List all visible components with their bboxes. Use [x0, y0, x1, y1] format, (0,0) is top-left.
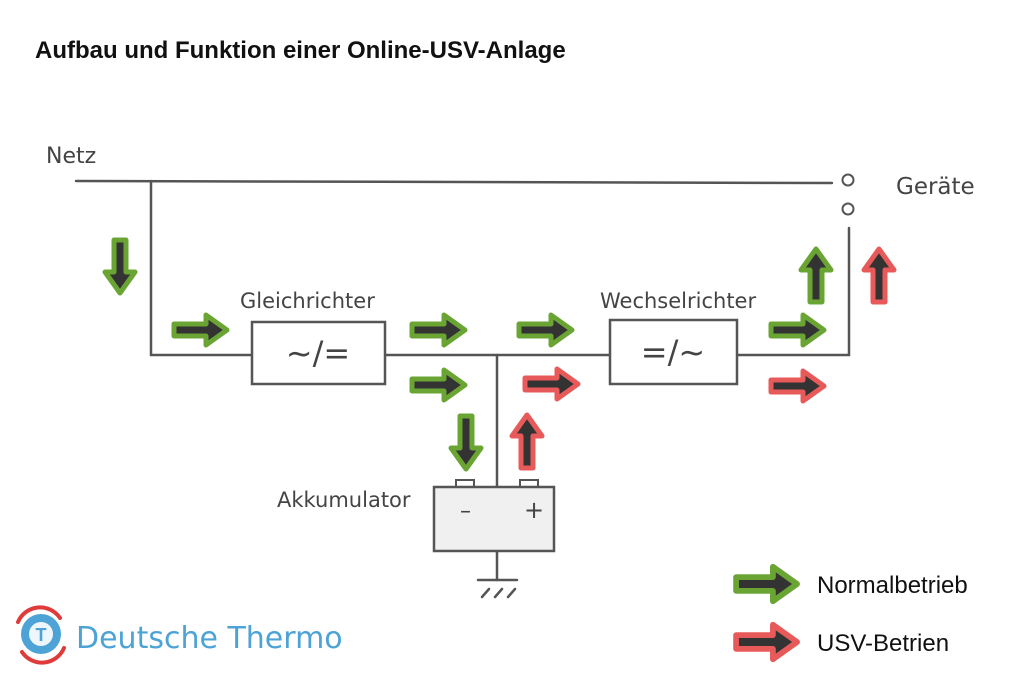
legend: Normalbetrieb USV-Betrien: [736, 567, 968, 660]
circuit-wires: [74, 179, 851, 599]
legend-usv-arrow-icon: [736, 625, 797, 660]
rectifier-symbol: ~/=: [286, 334, 350, 372]
legend-normal-label: Normalbetrieb: [817, 572, 968, 599]
normal-arrow-inverter-out: [771, 315, 824, 345]
label-wechselrichter: Wechselrichter: [600, 289, 756, 313]
battery-body: [432, 485, 556, 553]
rectifier-box: [250, 320, 387, 386]
legend-usv-label: USV-Betrien: [817, 630, 949, 657]
usv-arrow-battery-discharge: [512, 415, 542, 468]
usv-arrow-inverter-out: [771, 371, 824, 401]
thermo-globe-icon: T: [16, 605, 66, 665]
battery: – +: [432, 479, 556, 553]
logo-letter: T: [36, 625, 47, 645]
label-netz: Netz: [46, 144, 96, 169]
normal-arrow-rectifier-in: [174, 315, 227, 345]
normal-arrow-grid-down: [105, 240, 135, 293]
normal-arrow-battery-charge: [451, 416, 481, 469]
battery-plus-sign: +: [524, 496, 544, 524]
label-geraete: Geräte: [896, 174, 975, 200]
brand-logo: T Deutsche Thermo: [16, 605, 343, 665]
usv-arrow-up-to-loads: [864, 249, 894, 302]
normal-arrow-to-battery-branch: [412, 370, 465, 400]
output-terminal-bottom: [841, 202, 855, 216]
inverter-symbol: =/~: [641, 333, 705, 371]
normal-arrow-rectifier-out: [412, 315, 465, 345]
legend-normal-arrow-icon: [736, 567, 797, 602]
output-terminal-top: [841, 173, 855, 187]
diagram-title: Aufbau und Funktion einer Online-USV-Anl…: [35, 37, 566, 64]
label-akkumulator: Akkumulator: [277, 488, 411, 512]
label-gleichrichter: Gleichrichter: [240, 289, 375, 313]
grid-line: [74, 179, 834, 185]
brand-name: Deutsche Thermo: [76, 621, 343, 656]
ground-hatch: [480, 587, 517, 599]
battery-minus-sign: –: [460, 499, 471, 524]
usv-arrow-inverter-in: [525, 369, 578, 399]
normal-arrow-up-to-loads: [801, 249, 831, 302]
inverter-box: [608, 318, 739, 386]
normal-arrow-inverter-in: [519, 315, 572, 345]
